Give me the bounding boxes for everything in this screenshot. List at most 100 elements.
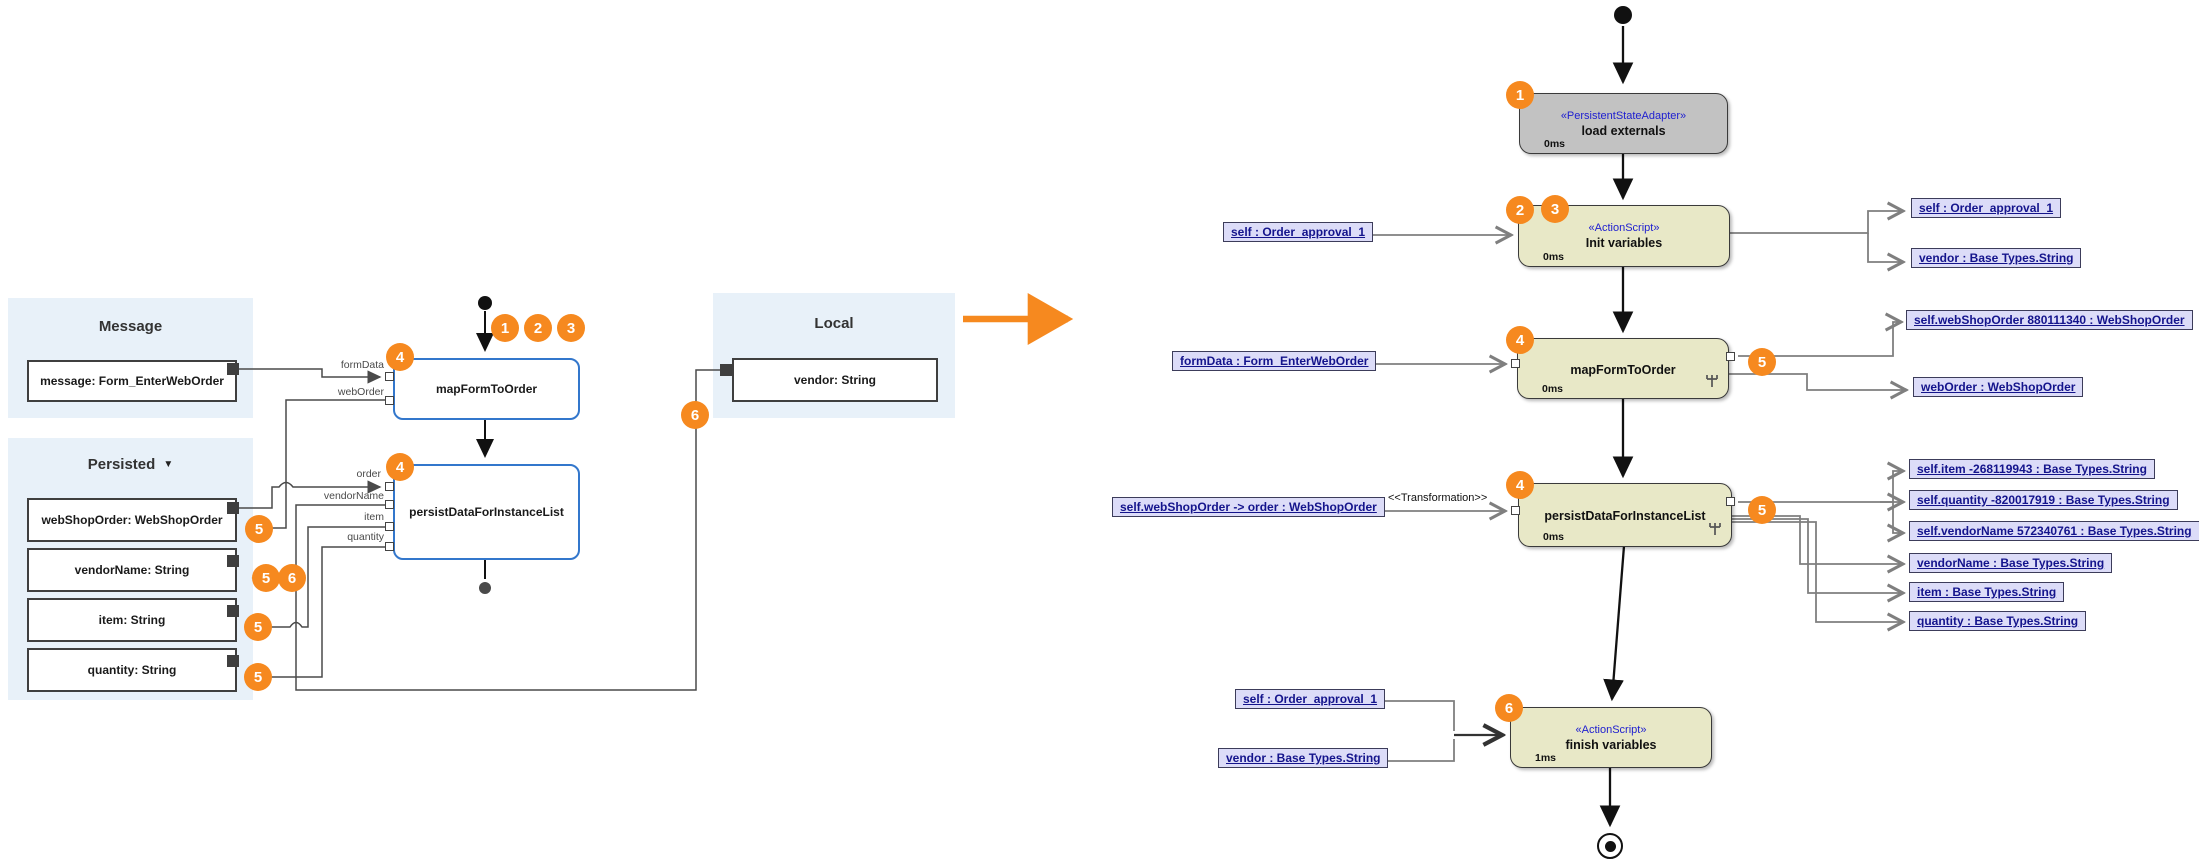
state-init-duration: 0ms bbox=[1543, 251, 1565, 263]
dropdown-caret-icon[interactable]: ▼ bbox=[163, 459, 174, 470]
port-persist-in[interactable] bbox=[1511, 506, 1520, 515]
handle-webshoporder[interactable] bbox=[227, 502, 239, 514]
object-persist-in-transformation[interactable]: self.webShopOrder -> order : WebShopOrde… bbox=[1112, 497, 1385, 517]
state-finish-name: finish variables bbox=[1565, 737, 1657, 752]
edge-persist-to-quantity-out bbox=[1731, 521, 1902, 622]
variable-webshoporder[interactable]: webShopOrder: WebShopOrder bbox=[27, 498, 237, 542]
left-final-node[interactable] bbox=[479, 582, 491, 594]
object-finish-in-vendor[interactable]: vendor : Base Types.String bbox=[1218, 748, 1389, 768]
port-map-out[interactable] bbox=[1726, 352, 1735, 361]
state-load-duration: 0ms bbox=[1544, 138, 1566, 150]
state-mapformtoorder[interactable]: mapFormToOrder 0ms bbox=[1517, 338, 1729, 399]
handle-vendor-local[interactable] bbox=[720, 364, 732, 376]
object-persist-out-self-item[interactable]: self.item -268119943 : Base Types.String bbox=[1909, 459, 2155, 479]
variable-vendor-local[interactable]: vendor: String bbox=[732, 358, 938, 402]
object-map-out-weborder[interactable]: webOrder : WebShopOrder bbox=[1913, 377, 2084, 397]
port-formdata[interactable] bbox=[385, 372, 394, 381]
port-item[interactable] bbox=[385, 522, 394, 531]
edge-webshoporder-to-order bbox=[239, 480, 382, 509]
port-persist-out[interactable] bbox=[1726, 497, 1735, 506]
variable-item[interactable]: item: String bbox=[27, 598, 237, 642]
object-persist-out-item[interactable]: item : Base Types.String bbox=[1909, 582, 2065, 602]
right-final-node-inner bbox=[1605, 841, 1616, 852]
local-panel-title-text: Local bbox=[814, 315, 854, 332]
edge-map-to-weborder-out bbox=[1729, 373, 1905, 390]
state-finish-duration: 1ms bbox=[1535, 752, 1557, 764]
edge-port-to-quantity bbox=[251, 546, 386, 684]
edge-persist-to-item-id-out bbox=[1738, 471, 1902, 503]
object-init-in-self[interactable]: self : Order_approval_1 bbox=[1223, 222, 1374, 242]
state-persist-name: persistDataForInstanceList bbox=[1544, 509, 1706, 523]
edge-message-to-formdata bbox=[239, 368, 382, 384]
variable-message[interactable]: message: Form_EnterWebOrder bbox=[27, 360, 237, 402]
port-map-in[interactable] bbox=[1511, 359, 1520, 368]
port-label-weborder: webOrder bbox=[337, 386, 384, 398]
step-badge-5-persist-out: 5 bbox=[1748, 496, 1776, 524]
object-map-in-formdata[interactable]: formData : Form_EnterWebOrder bbox=[1172, 351, 1377, 371]
state-finish-stereotype: «ActionScript» bbox=[1575, 723, 1647, 736]
left-initial-node[interactable] bbox=[478, 296, 492, 310]
step-badge-2-init: 2 bbox=[1506, 196, 1534, 224]
handle-item[interactable] bbox=[227, 605, 239, 617]
object-finish-in-self[interactable]: self : Order_approval_1 bbox=[1235, 689, 1386, 709]
object-persist-out-quantity[interactable]: quantity : Base Types.String bbox=[1909, 611, 2087, 631]
variable-vendorname[interactable]: vendorName: String bbox=[27, 548, 237, 592]
state-load-stereotype: «PersistentStateAdapter» bbox=[1560, 109, 1687, 122]
step-badge-6-vendorname: 6 bbox=[278, 564, 306, 592]
step-badge-4-map-state: 4 bbox=[1506, 326, 1534, 354]
step-badge-5-item: 5 bbox=[244, 613, 272, 641]
edge-local-vendor-path bbox=[295, 369, 720, 691]
port-label-item: item bbox=[364, 511, 384, 523]
object-init-out-self[interactable]: self : Order_approval_1 bbox=[1911, 198, 2062, 218]
port-weborder[interactable] bbox=[385, 396, 394, 405]
state-map-duration: 0ms bbox=[1542, 383, 1564, 395]
edge-map-to-webshop-out bbox=[1738, 322, 1900, 357]
state-load-externals[interactable]: «PersistentStateAdapter» load externals … bbox=[1519, 93, 1728, 154]
handle-quantity[interactable] bbox=[227, 655, 239, 667]
persisted-panel-title-text: Persisted bbox=[87, 456, 156, 473]
port-label-vendorname: vendorName bbox=[323, 490, 384, 502]
state-finish-variables[interactable]: «ActionScript» finish variables 1ms bbox=[1510, 707, 1712, 768]
action-mapformtoorder[interactable]: mapFormToOrder bbox=[393, 358, 580, 420]
step-badge-6-local: 6 bbox=[681, 401, 709, 429]
decomposition-rake-icon bbox=[1707, 522, 1723, 541]
step-badge-5-vendorname: 5 bbox=[252, 564, 280, 592]
handle-message[interactable] bbox=[227, 363, 239, 375]
state-persistdataforinstancelist[interactable]: persistDataForInstanceList 0ms bbox=[1518, 483, 1732, 547]
step-badge-2: 2 bbox=[524, 314, 552, 342]
right-initial-node[interactable] bbox=[1614, 6, 1632, 24]
variable-quantity[interactable]: quantity: String bbox=[27, 648, 237, 692]
step-badge-5-map-out: 5 bbox=[1748, 348, 1776, 376]
step-badge-4-map: 4 bbox=[386, 343, 414, 371]
port-quantity[interactable] bbox=[385, 542, 394, 551]
action-persistdataforinstancelist[interactable]: persistDataForInstanceList bbox=[393, 464, 580, 560]
edge-init-to-vendor-out bbox=[1867, 233, 1902, 262]
state-load-name: load externals bbox=[1581, 123, 1666, 138]
port-label-formdata: formData bbox=[340, 359, 384, 371]
object-persist-out-self-vendorname[interactable]: self.vendorName 572340761 : Base Types.S… bbox=[1909, 521, 2199, 541]
port-order[interactable] bbox=[385, 482, 394, 491]
edge-persist-to-vendorname-id-out bbox=[1893, 502, 1902, 533]
state-init-name: Init variables bbox=[1585, 236, 1663, 250]
object-init-out-vendor[interactable]: vendor : Base Types.String bbox=[1911, 248, 2082, 268]
right-final-node[interactable] bbox=[1597, 833, 1623, 859]
transformation-stereotype-label: <<Transformation>> bbox=[1388, 492, 1488, 504]
edge-persist-to-finish bbox=[1603, 545, 1626, 702]
port-vendorname[interactable] bbox=[385, 500, 394, 509]
object-persist-out-self-quantity[interactable]: self.quantity -820017919 : Base Types.St… bbox=[1909, 490, 2178, 510]
edge-finish-self-in bbox=[1375, 700, 1455, 731]
edge-port-to-item bbox=[251, 526, 386, 634]
message-panel-title-text: Message bbox=[98, 318, 163, 335]
persisted-panel-title: Persisted ▼ bbox=[8, 456, 253, 473]
handle-vendorname[interactable] bbox=[227, 555, 239, 567]
object-map-out-webshoporder[interactable]: self.webShopOrder 880111340 : WebShopOrd… bbox=[1906, 310, 2193, 330]
port-label-order: order bbox=[356, 468, 381, 480]
step-badge-1: 1 bbox=[491, 314, 519, 342]
local-panel-title: Local bbox=[713, 315, 955, 332]
object-persist-out-vendorname[interactable]: vendorName : Base Types.String bbox=[1909, 553, 2113, 573]
step-badge-3-init: 3 bbox=[1541, 195, 1569, 223]
state-init-stereotype: «ActionScript» bbox=[1588, 222, 1660, 234]
state-init-variables[interactable]: «ActionScript» Init variables 0ms bbox=[1518, 205, 1730, 267]
